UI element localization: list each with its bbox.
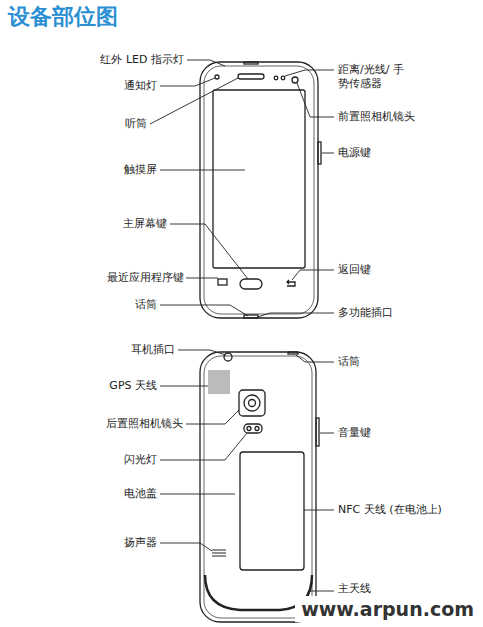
part-label: NFC 天线 (在电池上) <box>338 503 442 517</box>
part-label: 多功能插口 <box>338 306 393 320</box>
rear-camera <box>239 390 265 416</box>
page-title: 设备部位图 <box>8 2 118 32</box>
part-label: 电源键 <box>338 146 371 160</box>
part-label: 前置照相机镜头 <box>338 110 415 124</box>
part-label: 耳机插口 <box>131 343 175 357</box>
touch-screen <box>213 90 305 268</box>
part-label: 后置照相机镜头 <box>106 417 183 431</box>
watermark: www.arpun.com <box>295 596 480 622</box>
part-label: 音量键 <box>338 426 371 440</box>
headphone-jack <box>224 353 232 361</box>
part-label: 扬声器 <box>124 536 157 550</box>
part-label: 话筒 <box>135 298 157 312</box>
power-key <box>318 142 321 164</box>
home-key <box>240 279 262 289</box>
nfc-antenna <box>240 452 304 570</box>
earpiece <box>238 74 264 79</box>
volume-key <box>316 418 319 446</box>
gps-antenna <box>208 370 230 394</box>
flash <box>244 424 262 433</box>
part-label: 闪光灯 <box>124 453 157 467</box>
part-label: 返回键 <box>338 263 371 277</box>
phone-front-body <box>200 62 318 318</box>
part-label: 距离/光线/ 手势传感器 <box>338 63 404 91</box>
recent-key <box>218 279 227 285</box>
phone-back-body <box>200 352 316 622</box>
part-label: 话筒 <box>338 355 360 369</box>
part-label: 听筒 <box>125 117 147 131</box>
part-label: 通知灯 <box>124 79 157 93</box>
part-label: 触摸屏 <box>124 163 157 177</box>
part-label: 主屏幕键 <box>123 217 167 231</box>
front-camera <box>292 77 298 83</box>
notification-led <box>215 75 219 79</box>
part-label: 电池盖 <box>124 487 157 501</box>
part-label: 红外 LED 指示灯 <box>100 53 184 67</box>
part-label: 最近应用程序键 <box>107 271 184 285</box>
part-label: GPS 天线 <box>109 379 157 393</box>
part-label: 主天线 <box>338 582 371 596</box>
back-key <box>287 280 295 286</box>
